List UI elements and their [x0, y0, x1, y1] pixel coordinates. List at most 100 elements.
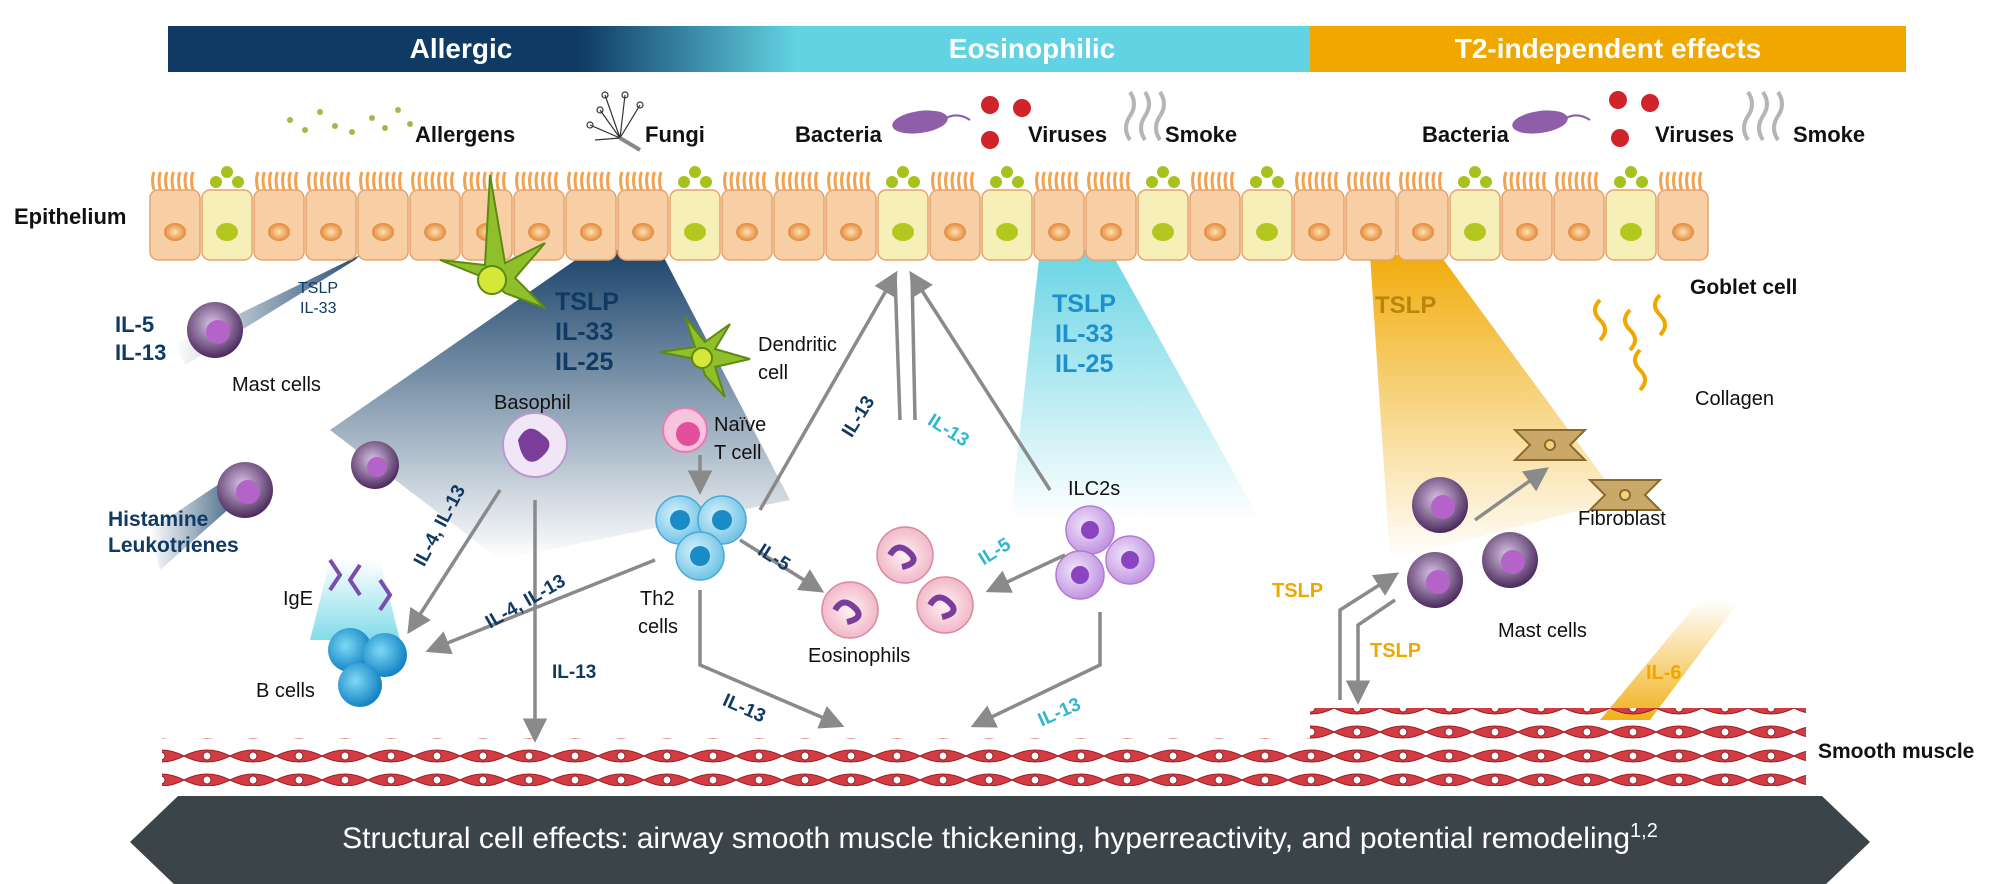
- cilia: [255, 171, 299, 191]
- label-mast-cells-right: Mast cells: [1498, 620, 1587, 642]
- mucus-granule: [678, 176, 690, 188]
- label-tslp-arrow-up: TSLP: [1272, 580, 1324, 602]
- ige-antibodies-icon: [328, 558, 393, 612]
- banner-main-text: Structural cell effects: airway smooth m…: [342, 822, 1631, 855]
- cilia: [1191, 171, 1235, 191]
- cell-nucleus: [788, 223, 810, 241]
- cell-nucleus: [684, 223, 706, 241]
- mucus-granule: [908, 176, 920, 188]
- cell-nucleus: [580, 223, 602, 241]
- dendritic-cell-large-icon: [439, 174, 546, 309]
- cilia: [723, 171, 767, 191]
- mucus-granule: [1157, 166, 1169, 178]
- cilia: [1087, 171, 1131, 191]
- label-smoke-right: Smoke: [1793, 122, 1866, 147]
- label-smoke: Smoke: [1165, 122, 1238, 147]
- label-il25-eos: IL-25: [1055, 350, 1114, 378]
- naive-t-cell-icon: [662, 407, 708, 453]
- label-tslp-eos: TSLP: [1052, 290, 1116, 318]
- mucus-granule: [1250, 176, 1262, 188]
- cell-nucleus: [1620, 223, 1642, 241]
- label-il13-down: IL-13: [552, 662, 597, 683]
- cilia: [151, 171, 195, 191]
- cell-nucleus: [1360, 223, 1382, 241]
- dendritic-cell-icon: [659, 316, 751, 398]
- label-epithelium: Epithelium: [14, 204, 127, 229]
- b-cells-icon: [328, 628, 407, 707]
- ige-cone: [310, 560, 400, 640]
- ilc2s-icon: [1055, 505, 1155, 600]
- label-smooth-muscle: Smooth muscle: [1818, 740, 1975, 763]
- label-viruses-right: Viruses: [1655, 122, 1735, 147]
- label-collagen: Collagen: [1695, 388, 1774, 410]
- cell-nucleus: [1256, 223, 1278, 241]
- label-goblet-cell: Goblet cell: [1690, 276, 1798, 299]
- label-dendritic-cell-2: cell: [758, 362, 789, 384]
- label-naive-t-cell-2: T cell: [714, 442, 762, 464]
- cilia: [1503, 171, 1547, 191]
- mucus-granule: [1272, 176, 1284, 188]
- label-th2-cells-2: cells: [638, 616, 679, 638]
- structural-effects-banner: [130, 796, 1870, 884]
- smooth-muscle-band-left: [162, 738, 1362, 786]
- cilia: [931, 171, 975, 191]
- smoke-icon-right: [1742, 90, 1784, 142]
- mucus-granule: [1012, 176, 1024, 188]
- label-tslp-t2: TSLP: [1375, 292, 1437, 319]
- cilia: [1399, 171, 1443, 191]
- virus-icon-right: [1609, 91, 1659, 147]
- cell-nucleus: [892, 223, 914, 241]
- label-il25-main: IL-25: [555, 348, 614, 376]
- mast-cell-histamine-icon: [217, 462, 273, 518]
- label-b-cells: B cells: [256, 680, 315, 702]
- cilia: [1295, 171, 1339, 191]
- mucus-granule: [897, 166, 909, 178]
- header-allergic: Allergic: [409, 33, 513, 64]
- cell-nucleus: [164, 223, 186, 241]
- cilia: [515, 171, 559, 191]
- cell-nucleus: [1568, 223, 1590, 241]
- label-naive-t-cell-1: Naïve: [714, 414, 767, 436]
- label-il6: IL-6: [1646, 662, 1682, 684]
- label-viruses: Viruses: [1028, 122, 1108, 147]
- cilia: [1659, 171, 1703, 191]
- mucus-granule: [1469, 166, 1481, 178]
- mucus-granule: [1625, 166, 1637, 178]
- cilia: [827, 171, 871, 191]
- label-th2-cells-1: Th2: [640, 588, 675, 610]
- basophil-icon: [502, 412, 568, 478]
- mucus-granule: [1480, 176, 1492, 188]
- label-ilc2s: ILC2s: [1068, 478, 1121, 500]
- th2-cells-icon: [655, 495, 747, 581]
- mast-cell-ige-icon: [351, 441, 399, 489]
- label-bacteria-right: Bacteria: [1422, 122, 1509, 147]
- cilia: [619, 171, 663, 191]
- header-bar-allergic-eosinophilic: [168, 26, 1310, 72]
- label-basophil: Basophil: [494, 392, 571, 414]
- allergen-particles-icon: [287, 107, 413, 135]
- mucus-granule: [210, 176, 222, 188]
- mucus-granule: [1614, 176, 1626, 188]
- fungi-icon: [586, 91, 644, 152]
- cell-nucleus: [1308, 223, 1330, 241]
- cilia: [411, 171, 455, 191]
- epithelium-layer: [149, 166, 1709, 261]
- label-tslp-small: TSLP: [298, 280, 339, 297]
- cell-nucleus: [1100, 223, 1122, 241]
- mucus-granule: [1001, 166, 1013, 178]
- cyan-cytokine-cone: [1010, 250, 1260, 520]
- mucus-granule: [1261, 166, 1273, 178]
- collagen-icon: [1593, 293, 1667, 392]
- cell-nucleus: [840, 223, 862, 241]
- banner-superscript: 1,2: [1630, 820, 1658, 842]
- cell-nucleus: [424, 223, 446, 241]
- label-leukotrienes: Leukotrienes: [108, 534, 239, 557]
- cell-nucleus: [1672, 223, 1694, 241]
- cilia: [307, 171, 351, 191]
- label-eosinophils: Eosinophils: [808, 645, 911, 667]
- label-dendritic-cell-1: Dendritic: [758, 334, 837, 356]
- cell-nucleus: [1516, 223, 1538, 241]
- cell-nucleus: [1412, 223, 1434, 241]
- mucus-granule: [221, 166, 233, 178]
- smooth-muscle-band-right: [1310, 708, 1806, 786]
